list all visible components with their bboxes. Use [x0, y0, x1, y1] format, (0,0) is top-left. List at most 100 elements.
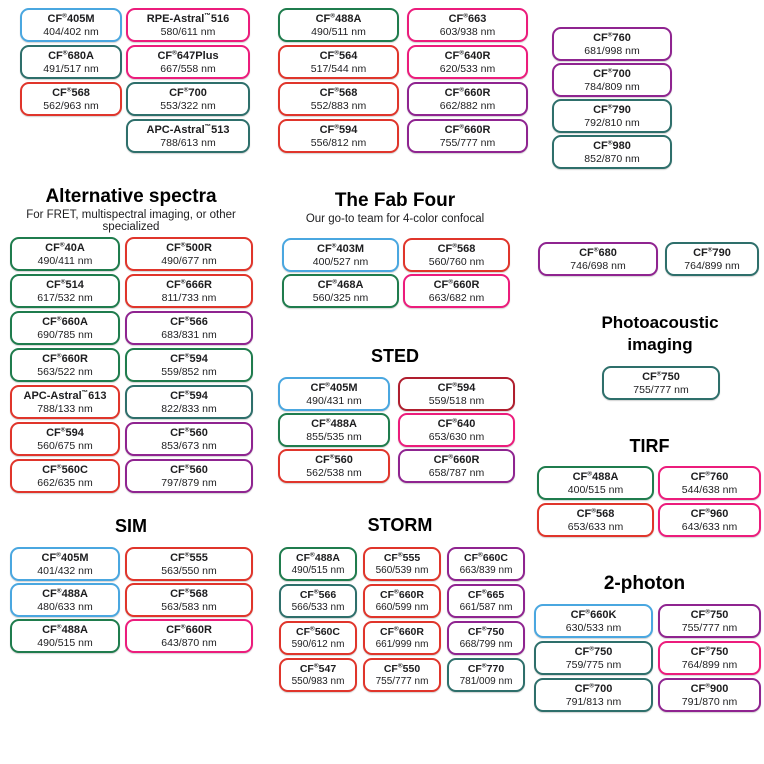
registered-mark: ®: [62, 48, 68, 56]
dye-wavelengths: 560/539 nm: [375, 564, 429, 576]
trademark-mark: ™: [204, 11, 211, 19]
registered-mark: ®: [60, 425, 66, 433]
dye-name: CF®760: [690, 469, 729, 483]
dye-wavelengths: 764/899 nm: [684, 259, 740, 272]
registered-mark: ®: [452, 241, 458, 249]
dye-name: CF®700: [593, 66, 631, 80]
dye-wavelengths: 400/527 nm: [312, 255, 369, 268]
dye-name: CF®560: [170, 425, 208, 439]
dye-wavelengths: 811/733 nm: [161, 291, 217, 304]
registered-mark: ®: [334, 85, 340, 93]
registered-mark: ®: [587, 469, 593, 477]
dye-name: CF®560: [315, 452, 353, 466]
registered-mark: ®: [180, 240, 186, 248]
dye-wavelengths: 662/635 nm: [37, 476, 93, 489]
registered-mark: ®: [183, 85, 189, 93]
dye-wavelengths: 490/515 nm: [37, 636, 93, 649]
registered-mark: ®: [184, 314, 190, 322]
dye-name: CF®960: [690, 506, 729, 520]
dye-wavelengths: 490/431 nm: [306, 394, 362, 407]
dye-wavelengths: 658/787 nm: [428, 466, 485, 479]
dye-name: CF®750: [642, 369, 680, 383]
registered-mark: ®: [56, 314, 62, 322]
dye-name: CF®660R: [444, 122, 491, 136]
dye-wavelengths: 797/879 nm: [161, 476, 217, 489]
dye-wavelengths: 566/533 nm: [291, 601, 345, 613]
dye-wavelengths: 661/999 nm: [375, 638, 429, 650]
dye-wavelengths: 553/322 nm: [160, 99, 216, 112]
dye-name: CF®660R: [380, 625, 424, 638]
registered-mark: ®: [313, 662, 319, 669]
dye-wavelengths: 667/558 nm: [160, 62, 216, 75]
dye-name: CF®680: [579, 245, 617, 259]
registered-mark: ®: [325, 416, 331, 424]
registered-mark: ®: [56, 462, 62, 470]
dye-wavelengths: 643/870 nm: [161, 636, 217, 649]
registered-mark: ®: [331, 241, 337, 249]
dye-wavelengths: 822/833 nm: [161, 402, 217, 415]
registered-mark: ®: [707, 245, 713, 253]
dye-name: CF®660R: [380, 588, 424, 601]
registered-mark: ®: [448, 452, 454, 460]
registered-mark: ®: [184, 550, 190, 558]
dye-wavelengths: 681/998 nm: [584, 44, 640, 57]
section-title-sted: STED: [370, 346, 419, 366]
registered-mark: ®: [448, 277, 454, 285]
dye-name: CF®770: [467, 662, 505, 675]
registered-mark: ®: [589, 681, 595, 689]
registered-mark: ®: [591, 506, 597, 514]
dye-wavelengths: 603/938 nm: [439, 25, 496, 38]
registered-mark: ®: [607, 30, 613, 38]
section-title-tirf: TIRF: [629, 436, 670, 456]
dye-name: CF®750: [690, 607, 729, 621]
dye-name: CF®790: [693, 245, 731, 259]
section-title-sim: SIM: [114, 516, 147, 536]
registered-mark: ®: [330, 11, 336, 19]
dye-wavelengths: 563/583 nm: [161, 600, 217, 613]
dye-name: CF®660R: [166, 622, 212, 636]
dye-name: APC-Astral™613: [23, 388, 107, 402]
dye-wavelengths: 630/533 nm: [565, 621, 622, 634]
registered-mark: ®: [184, 351, 190, 359]
registered-mark: ®: [481, 625, 487, 632]
dye-name: CF®564: [319, 48, 358, 62]
registered-mark: ®: [705, 506, 711, 514]
dye-wavelengths: 580/611 nm: [160, 25, 216, 38]
dye-wavelengths: 556/812 nm: [310, 136, 367, 149]
registered-mark: ®: [62, 11, 67, 19]
dye-wavelengths: 759/775 nm: [565, 658, 622, 671]
dye-name: CF®566: [299, 588, 337, 601]
dye-wavelengths: 660/599 nm: [375, 601, 429, 613]
dye-name: CF®488A: [315, 11, 362, 25]
dye-name: CF®488A: [42, 622, 88, 636]
dye-name: CF®405M: [310, 380, 358, 394]
registered-mark: ®: [705, 644, 711, 652]
section-title-alternative-spectra: Alternative spectra: [45, 186, 217, 207]
